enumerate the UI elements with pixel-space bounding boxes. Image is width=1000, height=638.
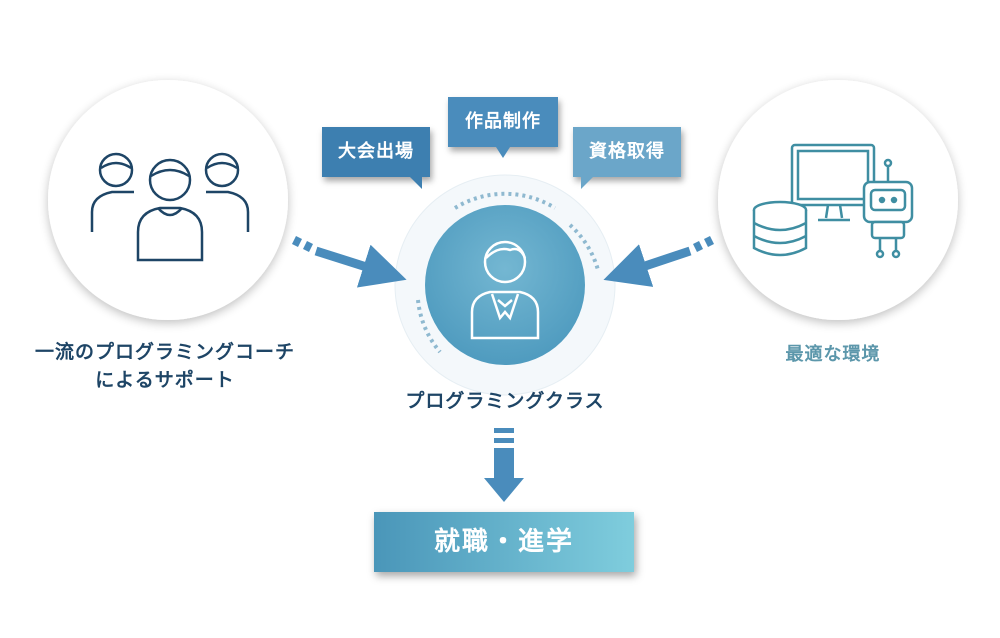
badge-creation-tail [496,147,510,158]
badge-creation: 作品制作 [448,97,558,158]
three-people-icon [90,152,250,262]
left-node-caption-line1: 一流のプログラミングコーチ [34,341,295,363]
left-arrow [291,235,407,288]
badge-competition-tail [410,177,422,189]
badge-certification: 資格取得 [573,127,681,189]
right-node [718,80,958,320]
center-node-caption: プログラミングクラス [405,390,605,412]
badge-certification-label: 資格取得 [589,141,665,162]
center-circle [425,205,585,365]
badge-competition: 大会出場 [322,127,430,189]
left-node [48,80,288,320]
center-dotted-arc-left [416,299,442,354]
badge-competition-label: 大会出場 [338,141,414,162]
center-dotted-arc-right [568,223,600,271]
right-node-caption: 最適な環境 [785,344,881,365]
person-icon [470,240,540,340]
computer-database-robot-icon [752,143,914,259]
result-box: 就職・進学 [374,512,634,572]
left-node-caption: 一流のプログラミングコーチ によるサポート [10,338,320,394]
badge-certification-tail [581,177,593,189]
center-node [394,174,616,396]
badge-creation-label: 作品制作 [465,111,541,132]
left-node-caption-line2: によるサポート [95,369,235,391]
down-arrow [484,428,524,502]
center-dotted-arc-top [453,191,557,210]
right-arrow [603,235,715,287]
